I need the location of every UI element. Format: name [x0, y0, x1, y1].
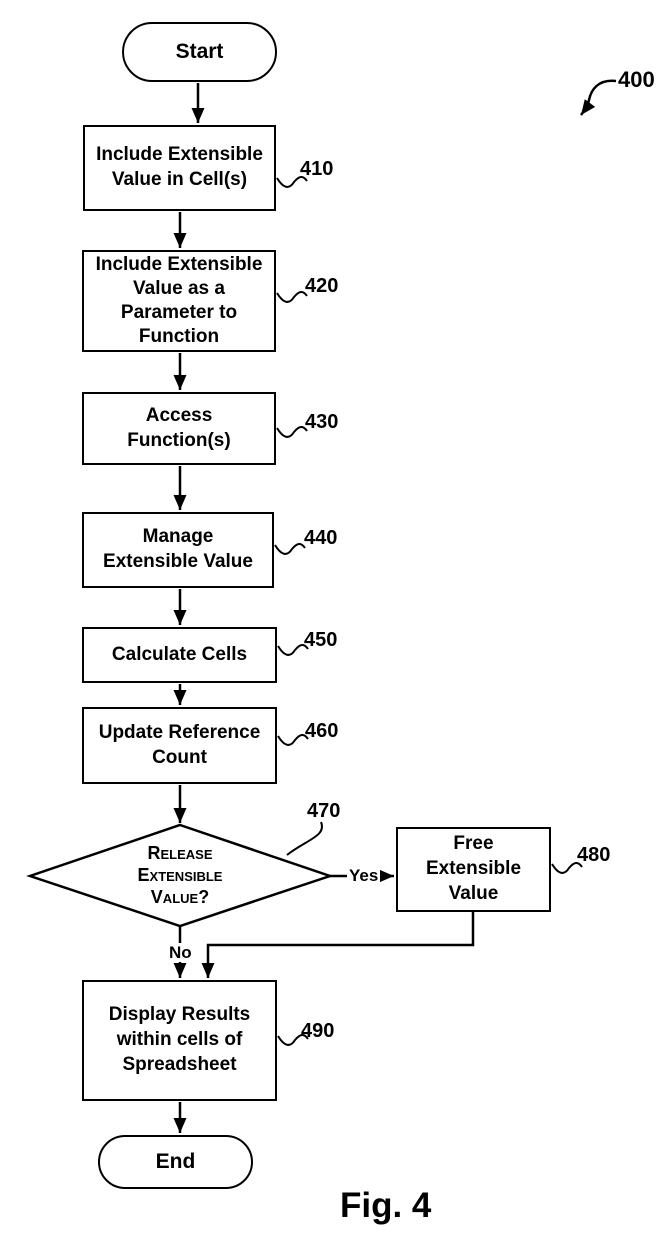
step-410-box: Include Extensible Value in Cell(s): [83, 125, 276, 211]
ref-label-410: 410: [300, 158, 334, 180]
figure-caption: Fig. 4: [340, 1186, 432, 1225]
ref-label-480: 480: [577, 844, 611, 866]
ref-label-470: 470: [307, 800, 341, 822]
end-terminal: End: [98, 1135, 253, 1189]
ref-label-490: 490: [301, 1020, 335, 1042]
step-480-box: Free Extensible Value: [396, 827, 551, 912]
decision-diamond-shape: [26, 823, 334, 928]
arrow-480-to-490-feedback: [201, 912, 475, 978]
ref-label-420: 420: [305, 275, 339, 297]
step-440-box: Manage Extensible Value: [82, 512, 274, 588]
step-450-box: Calculate Cells: [82, 627, 277, 683]
no-branch-label: No: [167, 943, 194, 962]
start-terminal: Start: [122, 22, 277, 82]
ref-label-460: 460: [305, 720, 339, 742]
leader-450: [277, 644, 309, 656]
ref-label-450: 450: [304, 629, 338, 651]
leader-490: [277, 1034, 309, 1046]
decision-470-text: Release Extensible Value?: [137, 843, 223, 907]
yes-branch-label: Yes: [347, 866, 381, 885]
ref-label-440: 440: [304, 527, 338, 549]
leader-420: [276, 291, 308, 303]
leader-430: [276, 426, 308, 438]
step-460-box: Update Reference Count: [82, 707, 277, 784]
step-420-box: Include Extensible Value as a Parameter …: [82, 250, 276, 352]
figure-ref-arrow: [580, 79, 617, 116]
leader-480: [551, 862, 583, 874]
ref-label-430: 430: [305, 411, 339, 433]
leader-410: [276, 176, 308, 188]
step-490-box: Display Results within cells of Spreadsh…: [82, 980, 277, 1101]
figure-ref-number: 400: [618, 67, 655, 92]
step-430-box: Access Function(s): [82, 392, 276, 465]
leader-440: [274, 543, 306, 555]
leader-460: [277, 734, 309, 746]
leader-470: [286, 821, 324, 856]
